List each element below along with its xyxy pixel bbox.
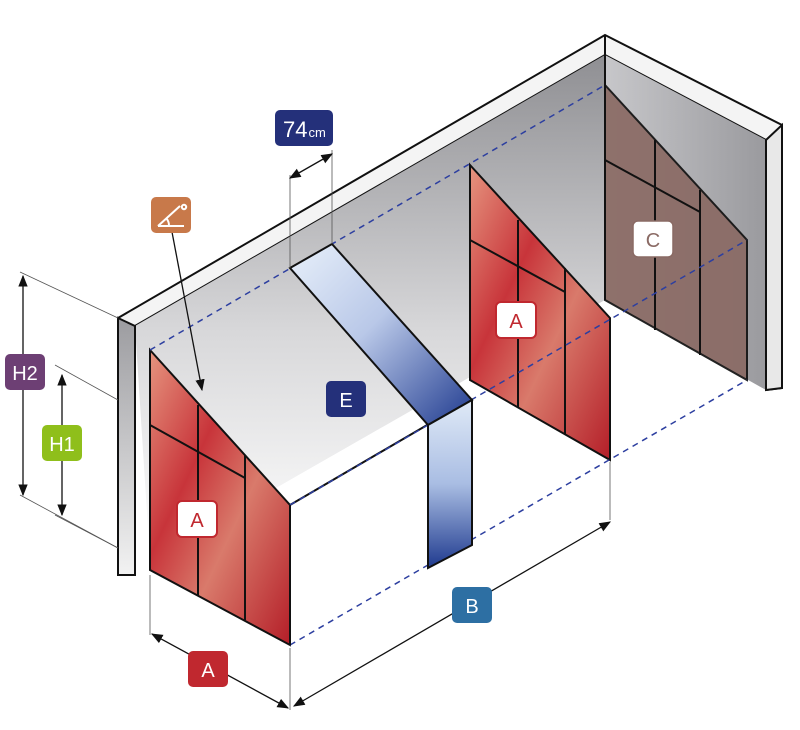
label-h2: H2 bbox=[12, 363, 38, 385]
badge-h1: H1 bbox=[42, 425, 82, 461]
badge-74cm: 74cm bbox=[275, 110, 333, 146]
label-b: B bbox=[465, 596, 478, 618]
badge-c: C bbox=[632, 220, 674, 258]
badge-a-front: A bbox=[176, 500, 218, 538]
side-panel-a-back bbox=[469, 162, 611, 462]
badge-a-back: A bbox=[495, 301, 537, 339]
dimension-74-unit: cm bbox=[308, 125, 325, 140]
label-a-front: A bbox=[190, 510, 204, 532]
dimension-74-value: 74 bbox=[283, 117, 307, 142]
badge-b: B bbox=[452, 587, 492, 623]
badge-a-bottom: A bbox=[188, 651, 228, 687]
angle-degree-icon bbox=[157, 203, 188, 227]
side-panel-a-front bbox=[149, 347, 291, 647]
label-a-back: A bbox=[509, 311, 523, 333]
badge-e: E bbox=[326, 381, 366, 417]
label-a-bottom: A bbox=[201, 660, 215, 682]
label-c: C bbox=[646, 230, 660, 252]
label-e: E bbox=[339, 390, 352, 412]
label-h1: H1 bbox=[49, 434, 75, 456]
badge-h2: H2 bbox=[5, 354, 45, 390]
angle-badge bbox=[151, 197, 191, 233]
svg-text:74cm: 74cm bbox=[283, 117, 326, 142]
